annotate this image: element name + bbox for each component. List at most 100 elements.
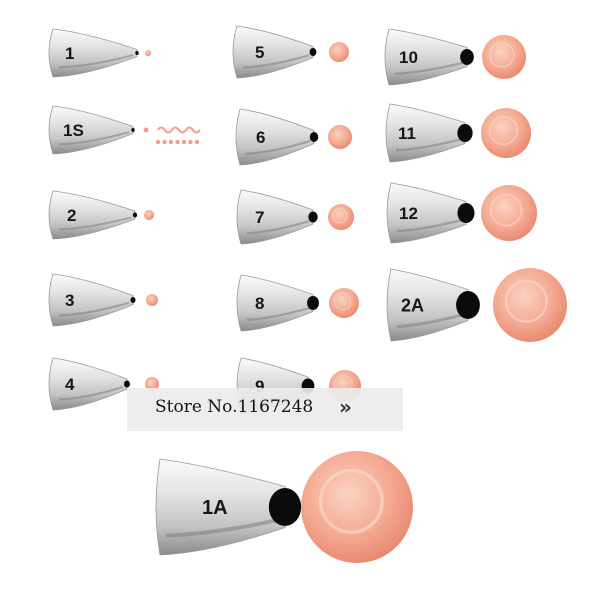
tip-body <box>235 108 315 166</box>
double-arrow-right-icon: » <box>339 395 352 419</box>
tip-shadow <box>245 139 311 155</box>
tip-body <box>236 274 314 332</box>
tip-number-label: 1 <box>65 44 74 63</box>
piping-tip-6: 6 <box>235 108 352 166</box>
tip-number-label: 1A <box>202 497 228 519</box>
tip-shadow <box>58 54 134 69</box>
frosting-bead <box>188 139 193 145</box>
tip-body <box>386 182 467 244</box>
tip-number-label: 1S <box>63 121 84 140</box>
tip-body <box>155 458 286 556</box>
piping-tip-5: 5 <box>232 25 349 79</box>
piping-tip-8: 8 <box>236 274 359 332</box>
tip-opening <box>457 124 473 142</box>
tip-opening <box>130 297 136 303</box>
frosting-dot <box>145 50 151 56</box>
tip-shadow <box>58 301 130 317</box>
frosting-dot <box>145 377 159 391</box>
tip-number-label: 10 <box>399 48 418 67</box>
tip-body <box>48 190 136 240</box>
tip-body <box>48 105 134 155</box>
tip-shadow <box>394 61 464 75</box>
piping-tip-2a: 2A <box>386 268 567 342</box>
frosting-dot <box>329 288 359 318</box>
tip-opening <box>124 380 130 388</box>
piping-tip-4: 4 <box>48 357 159 411</box>
frosting-bead <box>162 139 167 145</box>
tip-opening <box>308 211 318 223</box>
tip-number-label: 9 <box>255 377 264 396</box>
piping-tip-1s: 1S <box>48 105 201 155</box>
frosting-swirl <box>489 42 515 68</box>
frosting-swirl <box>489 116 518 145</box>
tip-body <box>236 189 314 245</box>
piping-tip-1: 1 <box>48 28 151 78</box>
tip-number-label: 2 <box>67 206 76 225</box>
piping-tip-10: 10 <box>384 28 526 86</box>
frosting-dot <box>481 108 531 158</box>
tip-opening <box>456 291 480 319</box>
tip-shadow <box>165 517 282 538</box>
tip-shadow <box>242 54 310 69</box>
frosting-swirl <box>489 193 523 227</box>
frosting-swirl <box>333 292 352 311</box>
frosting-squiggle-line <box>157 126 201 134</box>
tip-body <box>48 273 134 327</box>
frosting-dot <box>144 210 154 220</box>
tip-number-label: 11 <box>398 124 416 143</box>
tip-number-label: 7 <box>255 208 264 227</box>
piping-tip-11: 11 <box>385 103 531 163</box>
tip-opening <box>132 212 138 218</box>
piping-tip-7: 7 <box>236 189 354 245</box>
frosting-dot <box>329 42 349 62</box>
tip-number-label: 3 <box>65 291 74 310</box>
tip-opening <box>135 51 139 55</box>
tip-opening <box>131 128 135 132</box>
frosting-bead <box>168 139 174 145</box>
frosting-bead <box>175 139 180 145</box>
tip-opening <box>268 488 302 526</box>
tip-body <box>48 28 138 78</box>
tip-number-label: 8 <box>255 294 264 313</box>
frosting-dot <box>482 35 526 79</box>
frosting-dot <box>328 125 352 149</box>
tip-number-label: 4 <box>65 375 75 394</box>
tip-body <box>232 25 314 79</box>
frosting-dot <box>301 451 413 563</box>
tip-body <box>384 28 468 86</box>
tip-body <box>385 103 466 163</box>
tip-shadow <box>396 312 465 329</box>
tip-opening <box>307 296 319 310</box>
frosting-dot <box>328 204 354 230</box>
tip-shadow <box>58 131 130 146</box>
tip-shadow <box>246 307 310 321</box>
frosting-dot <box>143 127 149 133</box>
tip-shadow <box>395 138 462 152</box>
piping-tip-1a: 1A <box>155 451 413 563</box>
frosting-swirl <box>318 468 384 534</box>
tip-shadow <box>58 386 124 401</box>
tip-number-label: 5 <box>255 43 264 62</box>
tip-number-label: 6 <box>256 128 265 147</box>
tip-number-label: 2A <box>401 295 424 315</box>
piping-tip-2: 2 <box>48 190 154 240</box>
frosting-swirl <box>332 208 348 224</box>
tip-opening <box>460 49 474 65</box>
frosting-dot <box>146 294 158 306</box>
frosting-swirl <box>504 279 548 323</box>
tip-number-label: 12 <box>399 204 418 223</box>
frosting-bead <box>181 139 187 145</box>
tip-shadow <box>396 218 463 233</box>
tip-body <box>386 268 469 342</box>
tip-opening <box>309 132 319 142</box>
frosting-bead <box>155 139 161 145</box>
tip-shadow <box>246 220 310 235</box>
frosting-dot <box>481 185 537 241</box>
tip-shadow <box>58 216 132 231</box>
piping-tip-3: 3 <box>48 273 158 327</box>
store-number-text: Store No.1167248 <box>155 397 314 417</box>
piping-tip-12: 12 <box>386 182 537 244</box>
frosting-dot <box>493 268 567 342</box>
